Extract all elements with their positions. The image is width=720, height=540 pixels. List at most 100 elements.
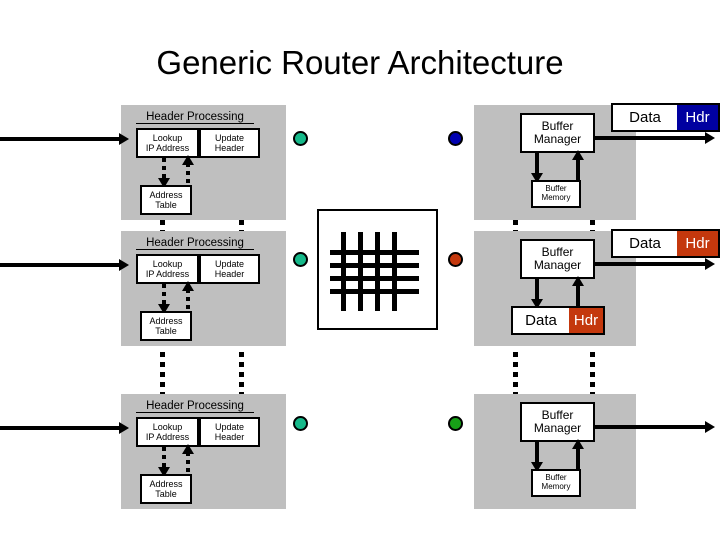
lookup-line-1: Lookup [152, 258, 183, 269]
output-packet-row-2: Data Hdr [611, 229, 720, 258]
lookup-line-1: Lookup [152, 421, 183, 432]
buffer-memory-line-2: Memory [541, 482, 571, 491]
manager-to-memory-arrowhead-row-1 [531, 173, 543, 183]
address-table-line-2: Table [155, 326, 177, 336]
buffer-manager-line-2: Manager [533, 132, 582, 146]
manager-to-memory-line-row-1 [535, 153, 539, 175]
ingress-column-connector-a-row-2-3 [160, 352, 165, 394]
lookup-to-table-dotted-row-2 [162, 284, 166, 306]
buffer-manager-box-row-1: Buffer Manager [520, 113, 595, 153]
update-line-2: Header [214, 143, 245, 153]
ingress-column-connector-b-row-2-3 [239, 352, 244, 394]
manager-to-memory-arrowhead-row-2 [531, 299, 543, 309]
buffer-manager-line-1: Buffer [541, 407, 574, 422]
ingress-arrow-line-row-3 [0, 426, 122, 430]
crossbar-hline-4 [330, 289, 419, 294]
egress-arrow-head-row-3 [705, 421, 715, 433]
ingress-arrow-line-row-2 [0, 263, 122, 267]
packet-data-cell-row-1: Data [613, 105, 677, 130]
update-header-box-row-2: Update Header [199, 254, 260, 284]
memory-to-manager-arrowhead-row-3 [572, 439, 584, 449]
address-table-line-1: Address [149, 478, 183, 489]
memory-to-manager-arrowhead-row-2 [572, 276, 584, 286]
packet-hdr-cell-row-1: Hdr [677, 105, 718, 130]
table-to-update-dotted-row-1 [186, 163, 190, 185]
update-line-2: Header [214, 269, 245, 279]
crossbar-vline-2 [358, 232, 363, 311]
address-table-box-row-1: Address Table [140, 185, 192, 215]
ingress-status-dot-row-2[interactable] [293, 252, 308, 267]
manager-to-memory-line-row-3 [535, 442, 539, 464]
address-table-box-row-2: Address Table [140, 311, 192, 341]
ingress-status-dot-row-3[interactable] [293, 416, 308, 431]
lookup-line-1: Lookup [152, 132, 183, 143]
header-processing-label-row-3: Header Processing [136, 400, 254, 413]
update-line-1: Update [214, 421, 245, 432]
update-line-1: Update [214, 258, 245, 269]
ingress-arrow-head-row-1 [119, 133, 129, 145]
egress-column-connector-a-row-2-3 [513, 352, 518, 394]
egress-arrow-line-row-3 [595, 425, 708, 429]
memory-to-manager-line-row-1 [576, 158, 580, 180]
ingress-status-dot-row-1[interactable] [293, 131, 308, 146]
egress-arrow-line-row-2 [595, 262, 708, 266]
crossbar-vline-1 [341, 232, 346, 311]
lookup-ip-address-box-row-1: Lookup IP Address [136, 128, 199, 158]
memory-to-manager-arrowhead-row-1 [572, 150, 584, 160]
table-to-update-dotted-row-2 [186, 289, 190, 311]
buffer-memory-box-row-1: Buffer Memory [531, 180, 581, 208]
buffer-manager-line-2: Manager [533, 421, 582, 435]
crossbar-hline-2 [330, 263, 419, 268]
packet-data-cell-row-2: Data [613, 231, 677, 256]
egress-status-dot-row-2[interactable] [448, 252, 463, 267]
update-header-box-row-3: Update Header [199, 417, 260, 447]
table-to-update-arrowhead-row-3 [182, 444, 194, 454]
crossbar-hline-3 [330, 276, 419, 281]
lookup-to-table-arrowhead-row-2 [158, 304, 170, 314]
egress-status-dot-row-3[interactable] [448, 416, 463, 431]
table-to-update-arrowhead-row-2 [182, 281, 194, 291]
output-packet-row-1: Data Hdr [611, 103, 720, 132]
egress-arrow-line-row-1 [595, 136, 708, 140]
buffer-memory-line-1: Buffer [545, 473, 567, 483]
egress-column-connector-b-row-2-3 [590, 352, 595, 394]
ingress-arrow-line-row-1 [0, 137, 122, 141]
crossbar-vline-4 [392, 232, 397, 311]
egress-arrow-head-row-1 [705, 132, 715, 144]
lookup-ip-address-box-row-3: Lookup IP Address [136, 417, 199, 447]
buffer-manager-line-1: Buffer [541, 118, 574, 133]
crossbar-vline-3 [375, 232, 380, 311]
buffer-manager-box-row-3: Buffer Manager [520, 402, 595, 442]
header-processing-label-row-1: Header Processing [136, 111, 254, 124]
packet-hdr-cell-memory-row-2: Hdr [569, 308, 603, 333]
lookup-to-table-dotted-row-3 [162, 447, 166, 469]
crossbar-hline-1 [330, 250, 419, 255]
address-table-line-2: Table [155, 200, 177, 210]
lookup-line-2: IP Address [145, 269, 190, 279]
packet-hdr-cell-row-2: Hdr [677, 231, 718, 256]
page-title: Generic Router Architecture [156, 44, 564, 81]
memory-to-manager-line-row-2 [576, 284, 580, 306]
buffer-manager-line-1: Buffer [541, 244, 574, 259]
address-table-box-row-3: Address Table [140, 474, 192, 504]
buffer-manager-box-row-2: Buffer Manager [520, 239, 595, 279]
ingress-arrow-head-row-2 [119, 259, 129, 271]
update-line-2: Header [214, 432, 245, 442]
lookup-ip-address-box-row-2: Lookup IP Address [136, 254, 199, 284]
lookup-line-2: IP Address [145, 143, 190, 153]
manager-to-memory-line-row-2 [535, 279, 539, 301]
lookup-line-2: IP Address [145, 432, 190, 442]
address-table-line-1: Address [149, 315, 183, 326]
lookup-to-table-arrowhead-row-1 [158, 178, 170, 188]
address-table-line-1: Address [149, 189, 183, 200]
packet-data-cell-memory-row-2: Data [513, 308, 569, 333]
buffer-memory-line-2: Memory [541, 193, 571, 202]
memory-to-manager-line-row-3 [576, 447, 580, 469]
header-processing-label-row-2: Header Processing [136, 237, 254, 250]
table-to-update-arrowhead-row-1 [182, 155, 194, 165]
crossbar-switch [317, 209, 438, 330]
egress-arrow-head-row-2 [705, 258, 715, 270]
egress-status-dot-row-1[interactable] [448, 131, 463, 146]
table-to-update-dotted-row-3 [186, 452, 190, 474]
